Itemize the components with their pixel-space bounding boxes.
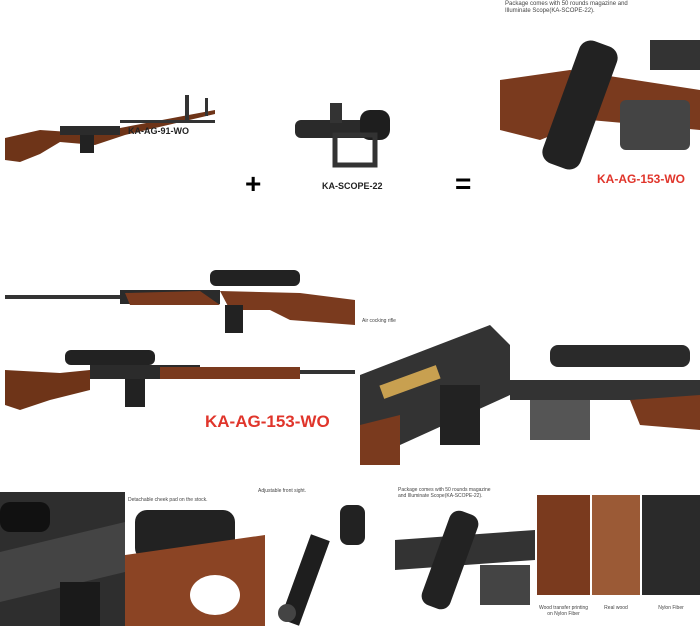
rifle-label: KA-AG-91-WO xyxy=(128,126,189,136)
cheek-pad-image xyxy=(125,505,265,626)
scope-mounted-image xyxy=(510,340,700,440)
sight-caption: Adjustable front sight. xyxy=(258,488,307,494)
stock-caption-wood-transfer: Wood transfer printing on Nylon Fiber xyxy=(538,605,589,617)
stock-real-wood-image xyxy=(592,495,640,595)
cheek-caption: Detachable cheek pad on the stock. xyxy=(128,497,208,503)
equals-sign: = xyxy=(455,168,472,199)
package-caption-bottom: Package comes with 50 rounds magazine an… xyxy=(398,487,491,499)
rifle-side-view-1 xyxy=(0,265,355,340)
rifle-side-view-2 xyxy=(0,345,355,415)
stock-nylon-image xyxy=(642,495,700,595)
stock-caption-nylon: Nylon Fiber xyxy=(658,605,684,611)
scope-image xyxy=(285,95,395,175)
front-sight-image xyxy=(265,495,395,626)
detail-image-1 xyxy=(0,492,125,626)
result-label: KA-AG-153-WO xyxy=(597,172,686,186)
stock-caption-real-wood: Real wood xyxy=(604,605,628,611)
package-caption-top: Package comes with 50 rounds magazine an… xyxy=(505,1,628,14)
stock-wood-transfer-image xyxy=(537,495,590,595)
package-image-small xyxy=(395,500,535,626)
rifle-ka-ag-91-wo-image xyxy=(0,90,215,180)
receiver-closeup-image xyxy=(360,315,510,465)
package-image xyxy=(500,20,700,180)
air-caption: Air cocking rifle xyxy=(362,318,396,324)
scope-label: KA-SCOPE-22 xyxy=(322,181,383,191)
plus-sign: + xyxy=(245,168,262,199)
product-label: KA-AG-153-WO xyxy=(205,412,330,431)
